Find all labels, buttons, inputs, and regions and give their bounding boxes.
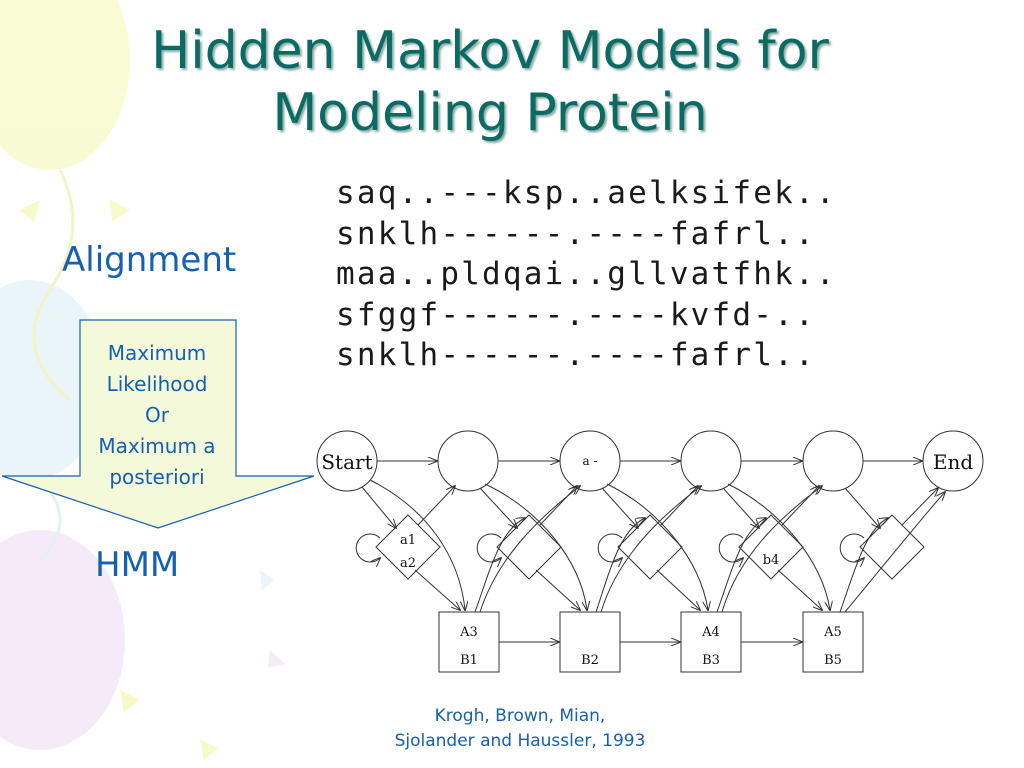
sequence-row: maa..pldqai..gllvatfhk.. — [336, 256, 837, 292]
citation-line-2: Sjolander and Haussler, 1993 — [394, 731, 646, 751]
title-line-1: Hidden Markov Models for — [151, 21, 829, 81]
transition-arrow — [535, 569, 580, 610]
confetti-3 — [120, 690, 140, 712]
match-state — [559, 611, 621, 673]
match-state-label: B2 — [581, 653, 599, 668]
title-line-2: Modeling Protein — [272, 83, 708, 143]
transition-arrow — [660, 486, 698, 526]
sequence-row: snklh------.----fafrl.. — [336, 337, 816, 373]
self-loop — [597, 533, 622, 562]
citation: Krogh, Brown, Mian, Sjolander and Haussl… — [340, 704, 700, 754]
sequence-alignment: saq..---ksp..aelksifek.. snklh------.---… — [336, 173, 837, 376]
confetti-2 — [20, 200, 40, 222]
confetti-4 — [200, 740, 218, 760]
arrow-text-line-2: Likelihood — [106, 372, 208, 396]
self-loop — [839, 533, 864, 562]
transition-arrow — [839, 518, 888, 613]
confetti-5 — [268, 650, 285, 668]
match-state-label: A5 — [823, 625, 842, 640]
citation-line-1: Krogh, Brown, Mian, — [434, 706, 606, 726]
down-arrow-shape — [1, 319, 315, 529]
match-state-label: B1 — [460, 653, 478, 668]
arrow-text: Maximum Likelihood Or Maximum a posterio… — [72, 338, 242, 493]
match-state-label: A3 — [459, 625, 478, 640]
match-state-label: B5 — [824, 653, 842, 668]
transition-arrow — [484, 483, 587, 610]
match-state — [680, 611, 742, 673]
transition-arrow — [656, 569, 700, 610]
sequence-row: saq..---ksp..aelksifek.. — [336, 175, 837, 211]
insert-state — [738, 514, 804, 580]
confetti-6 — [260, 570, 275, 590]
delete-state-label: a - — [582, 454, 597, 468]
delete-state — [802, 430, 864, 492]
delete-state — [680, 430, 742, 492]
transition-arrow — [595, 518, 645, 613]
transition-arrow — [474, 518, 525, 613]
transition-arrow — [600, 486, 701, 613]
transition-arrow — [417, 486, 455, 526]
balloon-yellow-top — [0, 0, 130, 170]
sequence-row: snklh------.----fafrl.. — [336, 215, 816, 252]
end-state — [922, 430, 984, 492]
transition-arrow — [414, 569, 460, 610]
transition-arrow — [716, 518, 766, 613]
end-label: End — [933, 450, 973, 474]
transition-arrow — [844, 492, 945, 613]
transition-arrow — [479, 487, 517, 528]
balloon-blue-left — [0, 280, 105, 480]
transition-arrow — [901, 488, 938, 526]
confetti-1 — [110, 200, 130, 222]
slide-title: Hidden Markov Models for Modeling Protei… — [60, 20, 920, 144]
insert-state — [496, 514, 562, 580]
arrow-text-line-5: posteriori — [109, 465, 205, 489]
transition-arrow — [727, 483, 830, 610]
transition-arrow — [781, 486, 819, 526]
transition-arrow — [777, 569, 822, 610]
insert-state — [859, 514, 925, 580]
transition-arrow — [721, 486, 822, 613]
insert-state-label: a2 — [400, 556, 416, 571]
start-label: Start — [321, 450, 372, 474]
transition-arrow — [844, 487, 880, 528]
arrow-text-line-1: Maximum — [107, 341, 207, 365]
match-state — [438, 611, 500, 673]
transition-arrow — [606, 483, 708, 610]
transition-arrow — [601, 487, 638, 528]
arrow-text-line-3: Or — [145, 403, 169, 427]
insert-state — [375, 514, 441, 580]
hmm-diagram: Start End a - a1 a2 b4 A3 B1 B2 A4 B3 A5… — [316, 430, 984, 673]
down-arrow — [1, 319, 315, 529]
transition-arrow — [722, 487, 759, 528]
transition-arrow — [479, 486, 580, 613]
balloon-string-1 — [32, 169, 75, 402]
arrow-text-line-4: Maximum a — [98, 434, 216, 458]
match-state-label: A4 — [701, 625, 720, 640]
transition-arrow — [369, 479, 465, 610]
delete-state — [437, 430, 499, 492]
transition-arrow — [361, 486, 396, 528]
hmm-label: HMM — [95, 545, 180, 585]
match-state-label: B3 — [702, 653, 720, 668]
insert-state — [617, 514, 683, 580]
insert-state-label: b4 — [763, 553, 780, 568]
sequence-row: sfggf------.----kvfd-.. — [336, 296, 816, 333]
transition-arrow — [539, 486, 577, 526]
match-state — [802, 611, 864, 673]
balloon-purple-bottom — [0, 530, 125, 750]
insert-state-label: a1 — [400, 533, 416, 548]
alignment-label: Alignment — [62, 240, 237, 280]
self-loop — [355, 533, 380, 562]
